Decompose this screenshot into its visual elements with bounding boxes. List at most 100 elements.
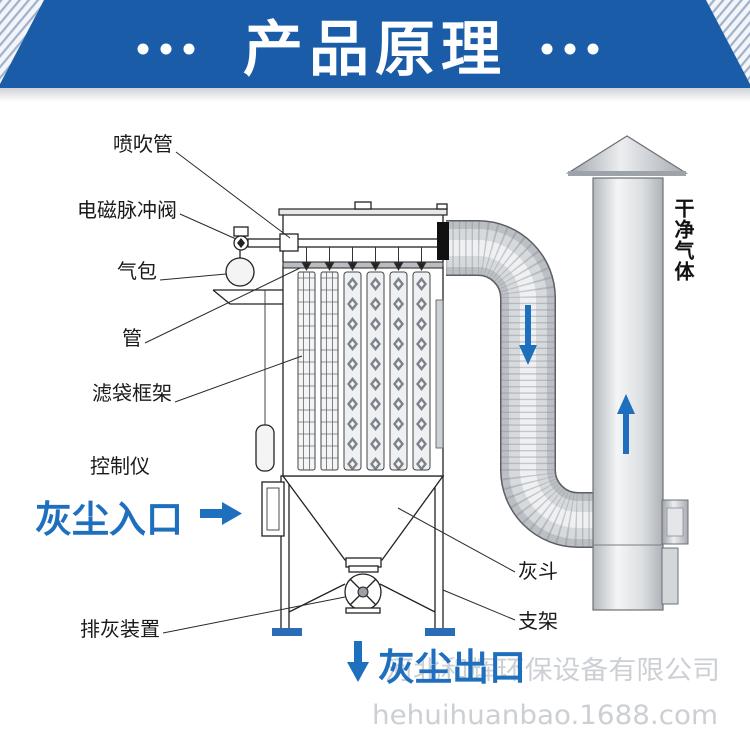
left-foot bbox=[272, 628, 302, 636]
nozzles bbox=[301, 247, 427, 272]
duct-corrugation bbox=[446, 221, 600, 547]
label-clean-gas: 干净气体 bbox=[671, 198, 695, 282]
dust-inlet-flange bbox=[261, 481, 285, 537]
label-air-bag: 气包 bbox=[117, 259, 157, 283]
valve-hub bbox=[357, 586, 369, 598]
dust-outlet-callout: 灰尘出口 bbox=[347, 641, 526, 689]
controller-box bbox=[255, 424, 275, 472]
pulse-valve bbox=[233, 226, 249, 251]
right-leg bbox=[434, 475, 444, 630]
connecting-duct bbox=[446, 220, 600, 548]
watermark-site: hehuihuanbao.1688.com bbox=[372, 700, 718, 731]
watermark-company: 河北和辉环保设备有限公司 bbox=[385, 656, 720, 686]
leader-pulse-valve bbox=[179, 213, 237, 240]
valve-base bbox=[345, 607, 381, 614]
stack-cap-rim bbox=[568, 171, 686, 176]
air-bag-tank bbox=[225, 257, 255, 287]
hopper-body bbox=[281, 475, 445, 561]
label-filter-bag-frame: 滤袋框架 bbox=[92, 381, 172, 405]
filter-bag-frames bbox=[297, 271, 339, 471]
arrow-head bbox=[617, 394, 635, 414]
outlet-flange bbox=[437, 222, 449, 260]
dot bbox=[587, 43, 599, 55]
left-brace bbox=[288, 583, 346, 613]
title-dots-left bbox=[137, 43, 195, 55]
leader-discharge-device bbox=[162, 596, 346, 634]
filter-bag bbox=[366, 271, 385, 471]
air-bag bbox=[225, 250, 255, 287]
inlet-outer bbox=[261, 481, 285, 537]
stack-rain-cap bbox=[565, 135, 689, 174]
right-arrow-icon bbox=[200, 502, 242, 525]
filter-bag bbox=[412, 271, 431, 471]
stack-body bbox=[592, 177, 664, 611]
label-ash-hopper: 灰斗 bbox=[518, 559, 558, 583]
banner-shadow bbox=[0, 88, 750, 102]
nozzle-tip bbox=[393, 262, 404, 272]
arrow-head bbox=[222, 502, 242, 525]
dot bbox=[564, 43, 576, 55]
component-labels: 喷吹管 电磁脉冲阀 气包 管 滤袋框架 控制仪 排灰装置 灰斗 支架 bbox=[77, 132, 558, 641]
dot bbox=[183, 43, 195, 55]
valve-coil bbox=[233, 226, 249, 237]
leader-blow-pipe bbox=[175, 151, 291, 239]
fan-connection-inner bbox=[666, 507, 684, 537]
feet bbox=[272, 628, 455, 636]
arrow-shaft bbox=[354, 641, 362, 665]
label-discharge-device: 排灰装置 bbox=[80, 617, 160, 641]
right-brace bbox=[379, 583, 436, 613]
rotary-discharge-valve bbox=[344, 565, 382, 614]
arrow-shaft bbox=[525, 305, 531, 347]
filter-bag bbox=[343, 271, 362, 471]
housing-lid bbox=[278, 208, 448, 216]
nozzle-tip bbox=[324, 262, 335, 272]
valve-mark bbox=[237, 238, 245, 248]
leader-filter-bag-frame bbox=[174, 355, 303, 403]
label-dust-outlet: 灰尘出口 bbox=[378, 646, 526, 689]
down-arrow-icon bbox=[347, 641, 369, 682]
filter-bags bbox=[343, 271, 431, 471]
label-support: 支架 bbox=[518, 609, 558, 633]
nozzle-tip bbox=[370, 262, 381, 272]
leader-support bbox=[442, 589, 516, 621]
banner-band bbox=[0, 0, 750, 88]
label-pulse-valve: 电磁脉冲阀 bbox=[77, 198, 177, 222]
leader-lines bbox=[144, 151, 516, 634]
label-dust-inlet: 灰尘入口 bbox=[35, 498, 183, 541]
stack-up-arrow-icon bbox=[617, 394, 635, 454]
valve-top-flange bbox=[348, 565, 379, 573]
lid-handle bbox=[354, 201, 372, 210]
dot bbox=[137, 43, 149, 55]
ash-hopper bbox=[281, 475, 445, 568]
air-bag-bracket bbox=[212, 289, 283, 305]
duct-down-arrow-icon bbox=[519, 305, 537, 365]
inlet-inner bbox=[266, 487, 280, 531]
arrow-head bbox=[347, 662, 369, 682]
lid-hook bbox=[436, 203, 448, 210]
bag-frame bbox=[297, 271, 316, 471]
title-dots-right bbox=[541, 43, 599, 55]
right-foot bbox=[425, 628, 455, 636]
body-inspection-panel bbox=[435, 299, 444, 449]
arrow-shaft bbox=[623, 412, 629, 454]
label-blow-pipe: 喷吹管 bbox=[113, 132, 173, 156]
dot bbox=[541, 43, 553, 55]
nozzle-tip bbox=[416, 262, 427, 272]
dot bbox=[160, 43, 172, 55]
nozzle-tip bbox=[301, 262, 312, 272]
bag-frame bbox=[320, 271, 339, 471]
label-controller: 控制仪 bbox=[90, 454, 150, 478]
frame-cage bbox=[320, 271, 339, 471]
nozzle-tip bbox=[347, 262, 358, 272]
arrow-shaft bbox=[200, 509, 224, 518]
leader-ash-hopper bbox=[397, 507, 516, 573]
dust-inlet-callout: 灰尘入口 bbox=[35, 498, 242, 541]
filter-bag bbox=[389, 271, 408, 471]
label-pipe: 管 bbox=[122, 326, 142, 350]
fan-connection-lower bbox=[661, 547, 679, 605]
tube-sheet bbox=[282, 261, 444, 269]
exhaust-stack bbox=[565, 135, 689, 611]
blow-pipe bbox=[247, 238, 439, 248]
